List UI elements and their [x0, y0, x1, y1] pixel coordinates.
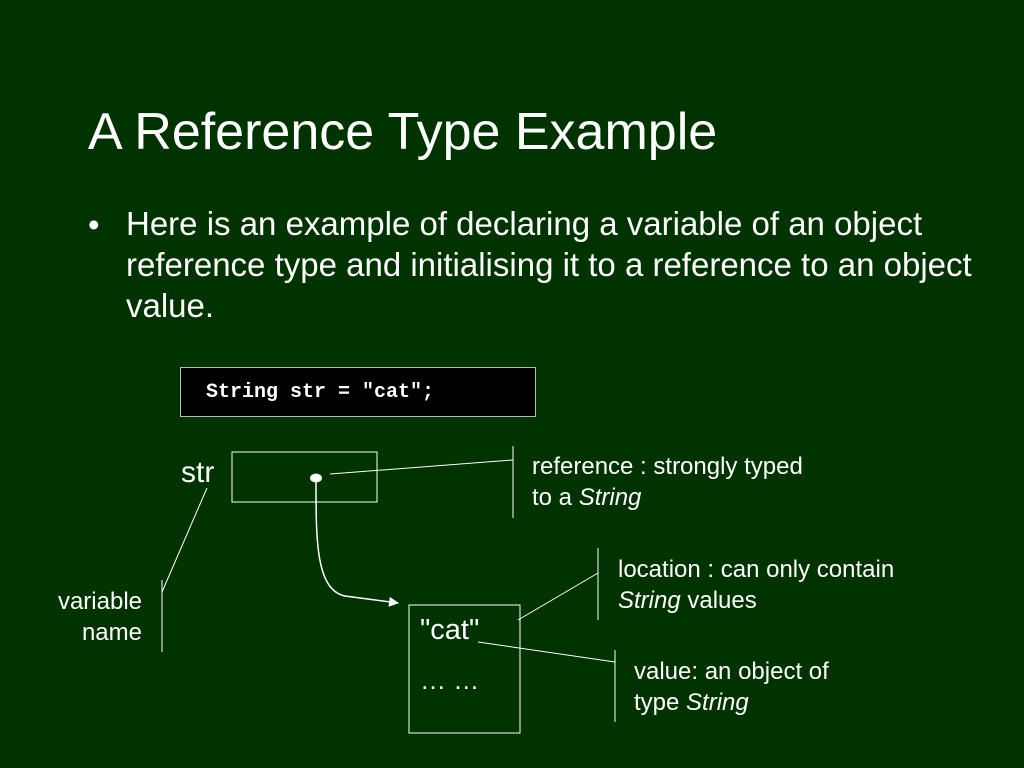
reference-type-italic: String [578, 484, 642, 511]
variable-name-annotation-line2: name [81, 619, 142, 646]
reference-annotation-line1: reference : strongly typed [532, 453, 803, 480]
code-box: String str = "cat"; [180, 367, 536, 417]
location-type-italic: String [618, 587, 681, 614]
object-box [408, 604, 521, 734]
object-value-text: "cat" [420, 614, 480, 646]
location-annotation-line2: String values [618, 587, 757, 614]
reference-arrow [315, 481, 399, 607]
location-annotation-line1: location : can only contain [618, 556, 895, 583]
variable-label: str [181, 456, 215, 489]
variable-name-callout-line [161, 487, 208, 593]
slide-title: A Reference Type Example [88, 103, 718, 161]
variable-name-annotation-line1: variable [57, 588, 142, 615]
value-annotation-line2: type String [634, 689, 749, 716]
location-callout-line [517, 572, 599, 621]
value-annotation-line1: value: an object of [634, 658, 829, 685]
reference-dot [310, 473, 322, 483]
code-snippet: String str = "cat"; [206, 381, 435, 404]
bullet-text: Here is an example of declaring a variab… [126, 205, 972, 324]
reference-callout-line [329, 459, 514, 475]
reference-annotation-line2: to a String [532, 484, 642, 511]
object-ellipsis-text: … … [420, 665, 480, 695]
value-type-italic: String [686, 689, 749, 716]
variable-box [231, 451, 378, 503]
bullet-marker: • [88, 206, 100, 243]
value-callout-line [477, 641, 616, 663]
